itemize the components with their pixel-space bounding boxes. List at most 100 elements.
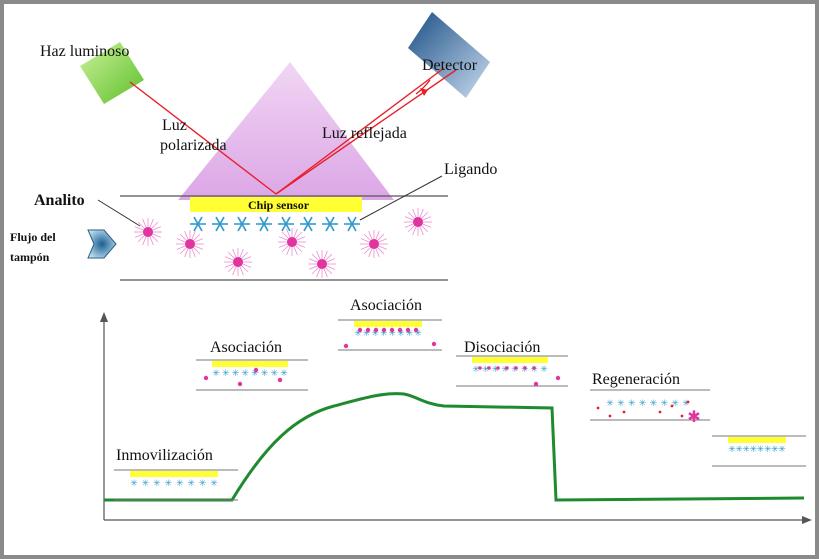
ligand-mark: ✳	[406, 329, 414, 339]
ligand-mark: ✳	[130, 479, 138, 489]
analyte-label: Analito	[34, 192, 85, 209]
ligand-star	[322, 216, 338, 232]
ligand-mark: ✳	[153, 479, 161, 489]
ligand-mark: ✳	[199, 479, 207, 489]
buffer-flow-label-2: tampón	[10, 250, 50, 264]
ligand-mark: ✳	[354, 329, 362, 339]
ligand-mark: ✳	[778, 445, 786, 455]
ligand-mark: ✳	[380, 329, 388, 339]
light-source-icon	[80, 42, 144, 104]
stage-label-association-1: Asociación	[210, 339, 282, 356]
ligand-star	[234, 216, 250, 232]
ligand-star	[190, 216, 206, 232]
analyte-particle	[308, 250, 336, 278]
ligand-mark: ✳	[501, 365, 509, 375]
ligand-mark: ✳	[222, 369, 230, 379]
ligand-label: Ligando	[444, 161, 497, 178]
analyte-particle	[404, 208, 432, 236]
ligand-mark: ✳	[165, 479, 173, 489]
ligand-mark: ✳	[397, 329, 405, 339]
ligand-mark: ✳	[212, 369, 220, 379]
ligand-mark: ✳	[671, 399, 679, 409]
stage-diagram: ✳✳✳✳✳✳✳✳	[456, 355, 568, 387]
sensorgram-axes	[100, 312, 812, 524]
ligand-mark: ✳	[241, 369, 249, 379]
ligand-mark: ✳	[492, 365, 500, 375]
ligand-star	[212, 216, 228, 232]
chip-sensor-label: Chip sensor	[248, 198, 310, 212]
ligand-mark: ✳	[187, 479, 195, 489]
chip-sensor	[190, 197, 362, 212]
ligand-mark: ✳	[521, 365, 529, 375]
light-source-label: Haz luminoso	[40, 43, 129, 60]
ligand-mark: ✳	[540, 365, 548, 375]
detector-icon	[408, 12, 490, 98]
ligand-mark: ✳	[142, 479, 150, 489]
ligand-mark: ✳	[639, 399, 647, 409]
ligand-mark: ✳	[251, 369, 259, 379]
detector-label: Detector	[422, 57, 478, 74]
light-beams	[129, 67, 457, 195]
polarized-light-label-1: Luz	[162, 117, 187, 134]
stage-label-association-2: Asociación	[350, 297, 422, 314]
ligand-mark: ✳	[628, 399, 636, 409]
ligand-mark: ✳	[511, 365, 519, 375]
stage-diagrams: ✳✳✳✳✳✳✳✳✳✳✳✳✳✳✳✳✳✳✳✳✳✳✳✳✳✳✳✳✳✳✳✳✳✳✳✳✳✳✳✳…	[114, 319, 806, 501]
stage-diagram: ✳✳✳✳✳✳✳✳	[114, 469, 238, 501]
ligand-mark: ✳	[750, 445, 758, 455]
stage-diagram: ✳✳✳✳✳✳✳✳	[712, 435, 806, 467]
buffer-flow-arrow	[87, 229, 117, 259]
analyte-mark: ✱	[687, 407, 700, 426]
analyte-pointer	[97, 199, 141, 227]
analyte-particle	[360, 230, 388, 258]
ligand-mark: ✳	[606, 399, 614, 409]
stage-label-immobilization: Inmovilización	[116, 447, 213, 464]
stage-label-dissociation: Disociación	[464, 339, 540, 356]
analyte-particle	[134, 218, 162, 246]
ligand-mark: ✳	[650, 399, 658, 409]
ligand-mark: ✳	[771, 445, 779, 455]
ligand-mark: ✳	[363, 329, 371, 339]
stage-label-regeneration: Regeneración	[592, 371, 680, 388]
ligand-mark: ✳	[531, 365, 539, 375]
stage-diagram: ✳✳✳✳✳✳✳✳✱	[590, 389, 710, 426]
ligand-row	[190, 216, 360, 232]
ligand-star	[300, 216, 316, 232]
ligand-mark: ✳	[472, 365, 480, 375]
ligand-star	[344, 216, 360, 232]
ligand-star	[256, 216, 272, 232]
ligand-mark: ✳	[261, 369, 269, 379]
reflected-light-label: Luz reflejada	[322, 125, 407, 142]
analyte-particle	[278, 228, 306, 256]
ligand-star	[278, 216, 294, 232]
ligand-mark: ✳	[661, 399, 669, 409]
spr-diagram: Chip sensor Haz luminoso Detector Luz po…	[10, 12, 812, 524]
polarized-light-label-2: polarizada	[160, 137, 227, 154]
stage-diagram: ✳✳✳✳✳✳✳✳	[338, 319, 442, 351]
ligand-mark: ✳	[176, 479, 184, 489]
ligand-mark: ✳	[743, 445, 751, 455]
ligand-mark: ✳	[757, 445, 765, 455]
ligand-mark: ✳	[271, 369, 279, 379]
ligand-mark: ✳	[482, 365, 490, 375]
ligand-pointer	[359, 175, 443, 221]
ligand-mark: ✳	[764, 445, 772, 455]
ligand-mark: ✳	[728, 445, 736, 455]
ligand-mark: ✳	[682, 399, 690, 409]
ligand-mark: ✳	[210, 479, 218, 489]
ligand-mark: ✳	[389, 329, 397, 339]
analyte-particle	[176, 230, 204, 258]
analyte-group	[134, 208, 432, 278]
prism	[178, 62, 394, 200]
analyte-particle	[224, 248, 252, 276]
ligand-mark: ✳	[735, 445, 743, 455]
ligand-mark: ✳	[414, 329, 422, 339]
ligand-mark: ✳	[371, 329, 379, 339]
buffer-flow-label-1: Flujo del	[10, 230, 56, 244]
ligand-mark: ✳	[280, 369, 288, 379]
stage-diagram: ✳✳✳✳✳✳✳✳	[196, 359, 308, 391]
ligand-mark: ✳	[232, 369, 240, 379]
ligand-mark: ✳	[617, 399, 625, 409]
sensorgram-curve	[104, 392, 805, 502]
